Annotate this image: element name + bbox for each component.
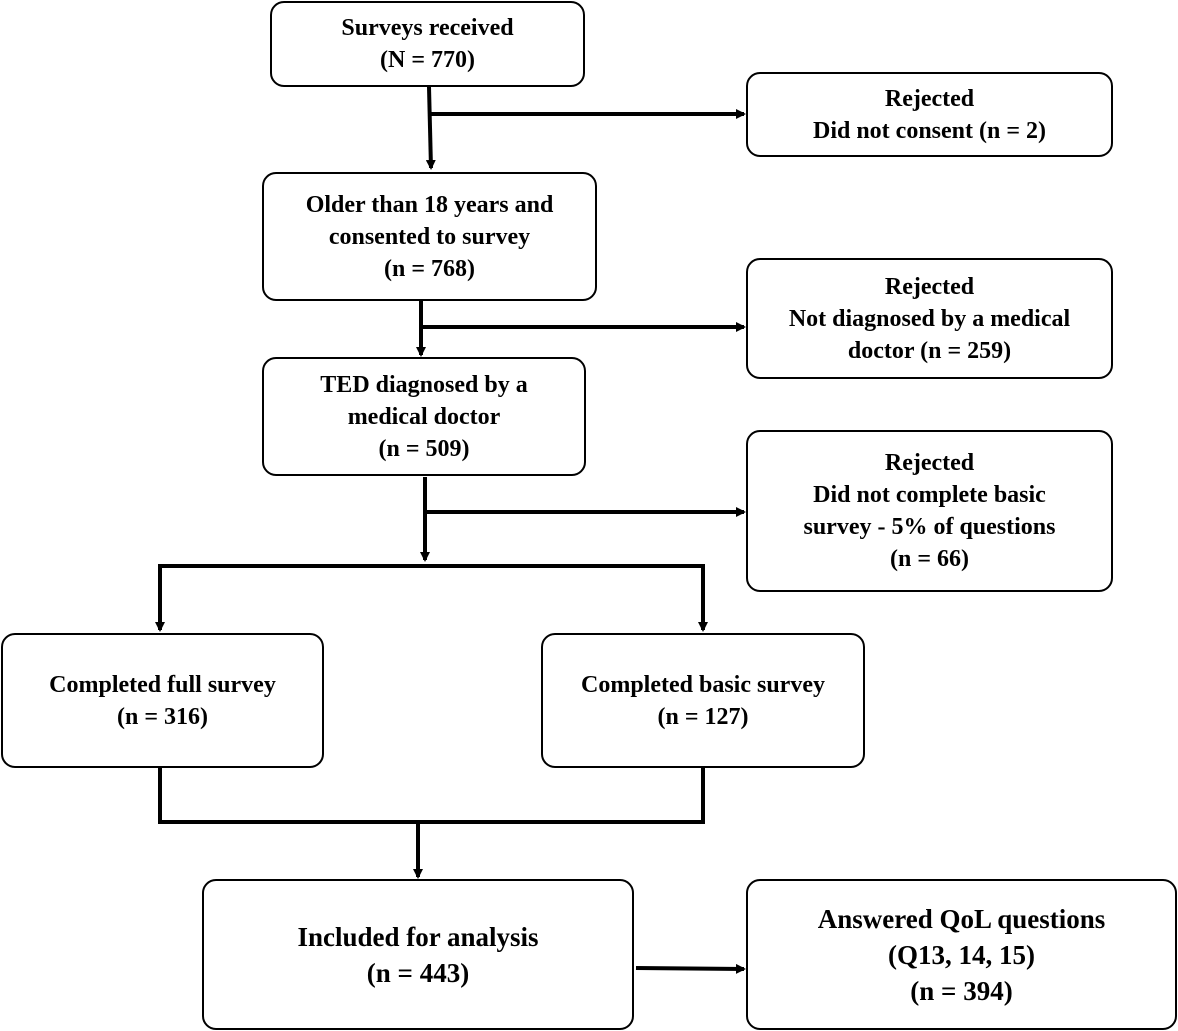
box-text-line: (n = 66) bbox=[889, 546, 969, 572]
box-text-line: Did not complete basic bbox=[813, 482, 1046, 508]
box-text-line: (n = 127) bbox=[657, 703, 749, 730]
arrow-surveys-to-older bbox=[425, 86, 436, 170]
box-text-line: Older than 18 years and bbox=[305, 191, 554, 218]
arrow-to-answered-qol bbox=[635, 963, 746, 974]
older-than-18-box: Older than 18 years and consented to surv… bbox=[262, 172, 597, 301]
box-text-line: (Q13, 14, 15) bbox=[888, 939, 1035, 970]
included-analysis-box: Included for analysis (n = 443) bbox=[202, 879, 634, 1030]
box-text-line: (n = 316) bbox=[116, 703, 208, 730]
box-text-line: Rejected bbox=[884, 85, 975, 112]
answered-qol-box: Answered QoL questions (Q13, 14, 15) (n = … bbox=[746, 879, 1177, 1030]
box-text-line: Did not consent (n = 2) bbox=[812, 117, 1047, 144]
box-text-line: Rejected bbox=[884, 273, 975, 300]
branch-merge-line bbox=[158, 766, 705, 824]
box-text-line: TED diagnosed by a bbox=[320, 371, 528, 398]
ted-diagnosed-box: TED diagnosed by a medical doctor (n = 509… bbox=[262, 357, 586, 476]
box-text-line: Not diagnosed by a medical bbox=[788, 305, 1071, 332]
box-text-line: (N = 770) bbox=[380, 47, 475, 73]
box-text-line: Rejected bbox=[884, 450, 975, 476]
box-text-line: (n = 768) bbox=[383, 255, 475, 282]
box-text-line: Included for analysis bbox=[297, 921, 539, 952]
branch-split-line bbox=[158, 564, 708, 632]
box-text-line: medical doctor bbox=[347, 403, 501, 430]
surveys-received-box: Surveys received (N = 770) bbox=[270, 1, 585, 87]
box-text-line: doctor (n = 259) bbox=[847, 337, 1012, 364]
box-text-line: Completed basic survey bbox=[581, 671, 825, 698]
box-text-line: (n = 394) bbox=[910, 975, 1013, 1006]
box-text-line: (n = 443) bbox=[366, 957, 470, 988]
box-text-line: Surveys received bbox=[341, 15, 514, 41]
box-text-line: consented to survey bbox=[328, 223, 531, 250]
box-text-line: Answered QoL questions bbox=[817, 903, 1106, 934]
completed-basic-box: Completed basic survey (n = 127) bbox=[541, 633, 865, 768]
box-text-line: survey - 5% of questions bbox=[803, 514, 1056, 540]
box-text-line: (n = 509) bbox=[378, 435, 470, 462]
box-text-line: Completed full survey bbox=[49, 671, 276, 698]
completed-full-box: Completed full survey (n = 316) bbox=[1, 633, 324, 768]
